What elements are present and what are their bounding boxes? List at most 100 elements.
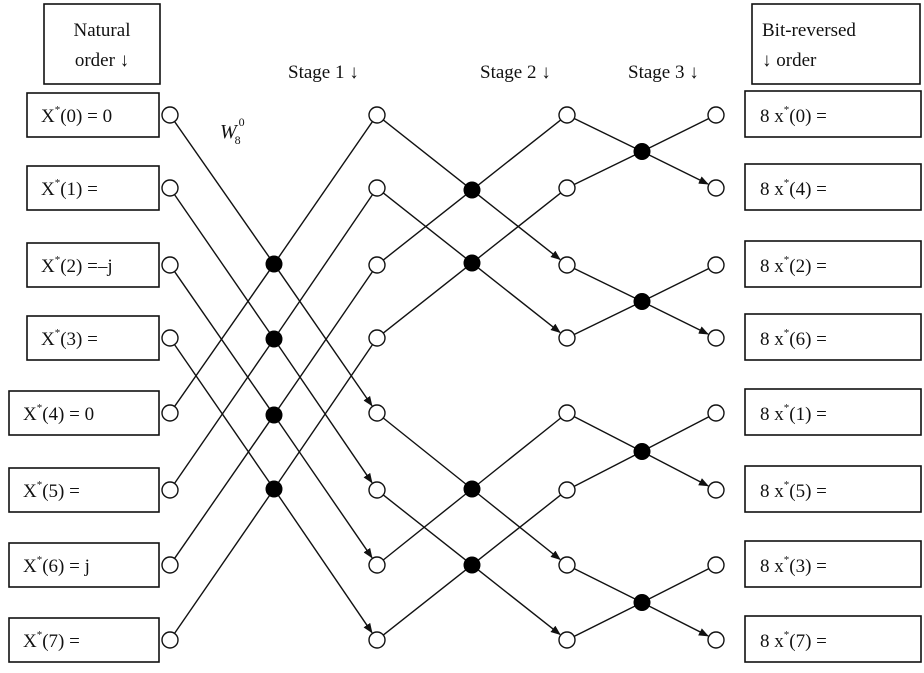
butterfly-junction xyxy=(265,406,283,424)
output-box: 8 x*(0) = xyxy=(744,90,922,138)
arrow-wire xyxy=(648,304,709,335)
stage-2-node xyxy=(558,556,576,574)
arrow-wire xyxy=(477,194,561,261)
output-node xyxy=(707,404,725,422)
wire xyxy=(173,194,271,333)
arrow-wire xyxy=(648,454,709,487)
output-node xyxy=(707,256,725,274)
stage-1-node xyxy=(368,179,386,197)
twiddle-factor-label: W80 xyxy=(220,115,245,147)
input-box: X*(0) = 0 xyxy=(26,92,160,138)
wire xyxy=(174,121,270,258)
stage-1-node xyxy=(368,256,386,274)
wire xyxy=(382,569,467,636)
input-label: X*(1) = xyxy=(41,177,98,200)
output-node xyxy=(707,329,725,347)
output-label: 8 x*(3) = xyxy=(760,554,827,577)
wire xyxy=(382,119,467,186)
wire xyxy=(382,267,467,334)
wire xyxy=(573,267,636,299)
natural-order-line1: Natural xyxy=(74,20,131,41)
wire xyxy=(277,194,374,333)
output-node xyxy=(707,106,725,124)
wire xyxy=(573,154,636,186)
output-label: 8 x*(7) = xyxy=(760,629,827,652)
input-box: X*(3) = xyxy=(26,315,160,361)
butterfly-junction xyxy=(633,293,651,310)
wire xyxy=(573,605,636,638)
stage-2-node xyxy=(558,329,576,347)
bit-reversed-line2: ↓ order xyxy=(762,50,817,71)
wire xyxy=(648,117,710,149)
stage-1-node xyxy=(368,556,386,574)
butterfly-junction xyxy=(463,556,481,574)
natural-order-header: Natural order ↓ xyxy=(43,3,161,85)
output-box: 8 x*(2) = xyxy=(744,240,922,288)
arrow-wire xyxy=(277,270,373,407)
input-box: X*(2) =–j xyxy=(26,242,160,288)
stage-2-node xyxy=(558,404,576,422)
output-label: 8 x*(4) = xyxy=(760,177,827,200)
butterfly-junction xyxy=(265,255,283,273)
input-box: X*(1) = xyxy=(26,165,160,211)
wire xyxy=(277,344,374,483)
input-label: X*(3) = xyxy=(41,327,98,350)
output-label: 8 x*(5) = xyxy=(760,479,827,502)
arrow-wire xyxy=(477,569,561,636)
wire xyxy=(174,270,270,407)
wire xyxy=(648,567,710,600)
input-box: X*(7) = xyxy=(8,617,160,663)
wire xyxy=(477,119,562,186)
output-label: 8 x*(1) = xyxy=(760,402,827,425)
output-node xyxy=(707,556,725,574)
stage-1-node xyxy=(368,481,386,499)
butterfly-junction xyxy=(463,480,481,498)
input-node xyxy=(161,404,179,422)
wire xyxy=(173,271,271,409)
wire xyxy=(573,567,636,600)
input-node xyxy=(161,329,179,347)
stage-2-node xyxy=(558,631,576,649)
butterfly-junction xyxy=(633,143,651,160)
input-label: X*(5) = xyxy=(23,479,80,502)
input-node xyxy=(161,556,179,574)
natural-order-line2: order ↓ xyxy=(75,50,129,71)
stage-2-node xyxy=(558,106,576,124)
arrow-wire xyxy=(477,267,561,334)
butterfly-junction xyxy=(265,480,283,498)
input-label: X*(2) =–j xyxy=(41,254,113,277)
input-node xyxy=(161,106,179,124)
io-boxes: X*(0) = 0 X*(1) = X*(2) =–jX*(3) = X*(4) = … xyxy=(8,90,922,663)
butterfly-junction xyxy=(463,254,481,272)
butterfly-junction xyxy=(265,330,283,348)
wire xyxy=(477,192,562,259)
wire xyxy=(173,344,271,483)
wire xyxy=(382,494,467,561)
wire xyxy=(277,121,374,258)
bit-reversed-line1: Bit-reversed xyxy=(762,20,856,41)
output-label: 8 x*(0) = xyxy=(760,104,827,127)
input-box: X*(5) = xyxy=(8,467,160,513)
wire xyxy=(382,192,467,259)
wire xyxy=(382,194,467,261)
output-node xyxy=(707,481,725,499)
wire xyxy=(382,417,467,485)
input-label: X*(4) = 0 xyxy=(23,402,94,425)
wire xyxy=(477,494,562,561)
input-node xyxy=(161,631,179,649)
output-box: 8 x*(4) = xyxy=(744,163,922,211)
arrow-wire xyxy=(477,493,561,561)
output-box: 8 x*(6) = xyxy=(744,313,922,361)
output-node xyxy=(707,631,725,649)
wire xyxy=(648,416,710,449)
stage-2-label: Stage 2 ↓ xyxy=(480,62,551,83)
arrow-wire xyxy=(648,605,709,637)
wire xyxy=(173,495,271,634)
butterfly-nodes xyxy=(161,106,725,649)
output-node xyxy=(707,179,725,197)
output-box: 8 x*(7) = xyxy=(744,615,922,663)
input-box: X*(6) = j xyxy=(8,542,160,588)
bit-reversed-order-header: Bit-reversed ↓ order xyxy=(751,3,921,85)
input-label: X*(7) = xyxy=(23,629,80,652)
